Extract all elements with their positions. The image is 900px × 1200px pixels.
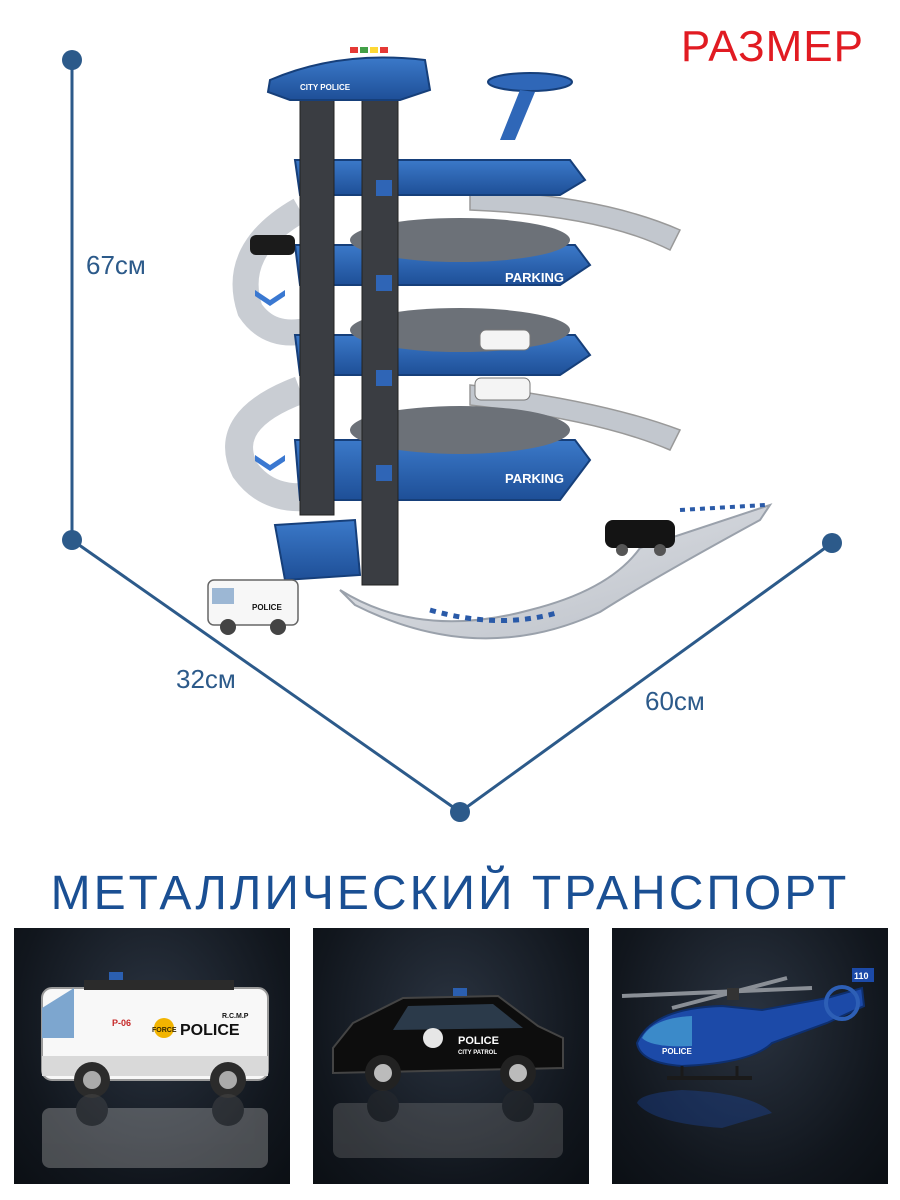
dimension-dots <box>62 50 842 822</box>
police-suv-image: POLICE CITY PATROL <box>332 988 564 1158</box>
heli-police-label: POLICE <box>662 1047 692 1056</box>
parking-garage-illustration: CITY POLICE CITY PATROL PARKING PARKING … <box>207 47 773 640</box>
police-truck-image: FORCE P-06 POLICE R.C.M.P <box>41 972 269 1168</box>
section-headline: МЕТАЛЛИЧЕСКИЙ ТРАНСПОРТ <box>50 867 850 920</box>
suv-sublabel: CITY PATROL <box>458 1050 497 1056</box>
vehicle-panel-suv: POLICE CITY PATROL <box>313 928 589 1184</box>
truck-label: POLICE <box>252 603 282 612</box>
parking-label-lower: PARKING <box>505 471 564 486</box>
suv-police-label: POLICE <box>458 1035 499 1047</box>
parking-label-upper: PARKING <box>505 270 564 285</box>
dimension-lines <box>70 60 833 814</box>
heli-sign: CITY PATROL <box>488 153 534 160</box>
truck-police-label: POLICE <box>180 1022 240 1039</box>
truck-extra: R.C.M.P <box>222 1013 249 1020</box>
size-title: РАЗМЕР <box>680 22 864 71</box>
heli-number: 110 <box>854 971 869 981</box>
vehicle-panel-helicopter: 110 POLICE <box>612 928 888 1184</box>
dimension-diagram: CITY POLICE CITY PATROL PARKING PARKING … <box>62 47 842 822</box>
vehicle-panel-truck: FORCE P-06 POLICE R.C.M.P <box>14 928 290 1184</box>
truck-badge: FORCE <box>152 1027 177 1034</box>
dimension-depth: 32см <box>176 664 236 694</box>
truck-code: P-06 <box>112 1018 131 1028</box>
top-sign: CITY POLICE <box>300 83 351 92</box>
dimension-height: 67см <box>86 250 146 280</box>
police-helicopter-image: 110 POLICE <box>621 968 874 1128</box>
dimension-width: 60см <box>645 686 705 716</box>
